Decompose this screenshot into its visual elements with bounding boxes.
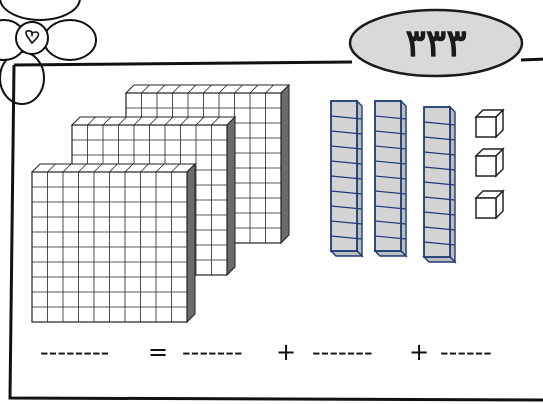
hundreds-flats (30, 83, 291, 324)
ten-rod (422, 105, 457, 264)
ten-rod (329, 99, 364, 258)
plus-sign: + (276, 338, 297, 366)
tens-rods (329, 99, 457, 264)
number-label: ٣٣٣ (405, 19, 467, 65)
ones-cubes (474, 108, 505, 220)
blank-hundreds: ------- (182, 338, 243, 366)
one-cube (474, 147, 505, 178)
flower-decoration (0, 0, 97, 105)
hundred-flat (30, 162, 197, 324)
plus-sign: + (409, 338, 430, 366)
ten-rod (373, 99, 408, 258)
number-badge (348, 8, 524, 78)
blank-ones: ------ (440, 338, 492, 366)
equals-sign: = (148, 338, 169, 366)
worksheet-frame (8, 57, 543, 402)
blank-total: -------- (40, 338, 110, 366)
one-cube (474, 108, 505, 139)
blank-tens: ------- (312, 338, 373, 366)
one-cube (474, 189, 505, 220)
equation-row: -------- = ------- + ------- + ------ (0, 330, 543, 374)
